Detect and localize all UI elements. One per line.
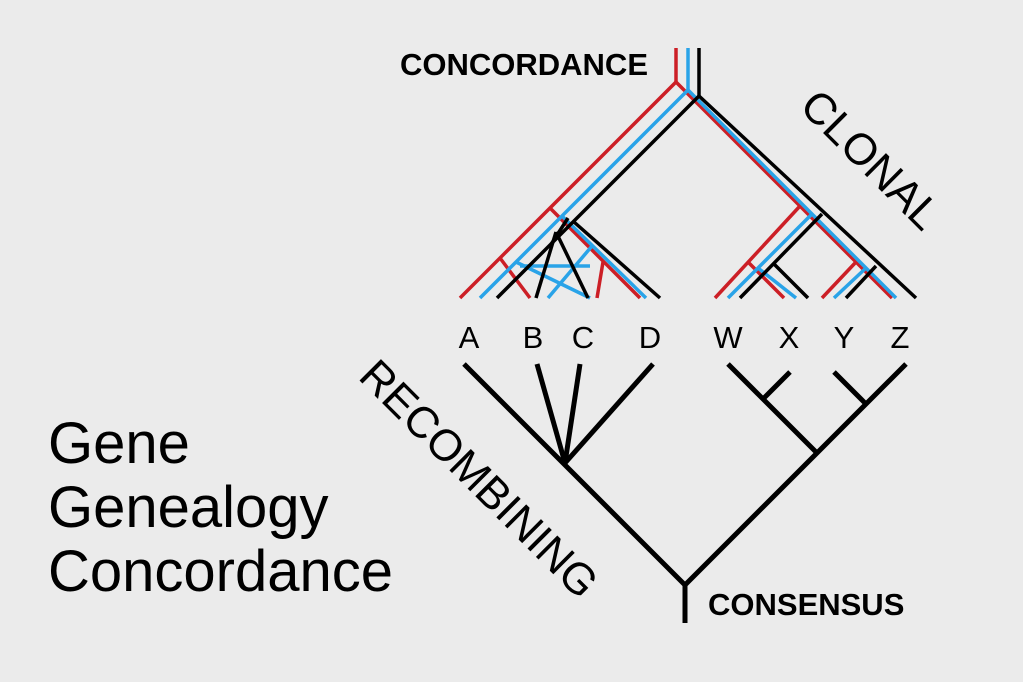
taxon-label-x: X	[779, 320, 800, 355]
red-c-branch	[595, 261, 605, 299]
black-left-arm	[495, 94, 701, 300]
black-cross-branch	[548, 217, 570, 247]
red-wxyz-left	[713, 204, 802, 300]
consensus-right-arm	[683, 362, 908, 587]
consensus-x-branch	[761, 370, 792, 401]
concordance-label: CONCORDANCE	[400, 47, 648, 82]
taxon-label-b: B	[523, 320, 544, 355]
black-wxyz-left	[738, 212, 824, 300]
title-line-3: Concordance	[48, 539, 393, 604]
title-line-2: Genealogy	[48, 475, 329, 540]
taxon-labels: A B C D W X Y Z	[459, 320, 910, 355]
taxon-label-d: D	[639, 320, 661, 355]
red-wx-right	[746, 260, 786, 300]
blue-yz-left	[832, 266, 868, 300]
red-left-arm	[458, 80, 678, 300]
blue-left-arm	[478, 88, 690, 300]
blue-abcd-right	[560, 214, 648, 300]
black-yz-left	[844, 264, 878, 300]
consensus-branch-c	[562, 363, 583, 464]
black-wx-right	[772, 262, 810, 300]
consensus-label: CONSENSUS	[708, 587, 904, 622]
black-c-branch	[554, 231, 590, 299]
consensus-branch-b	[534, 363, 568, 464]
blue-bc-cross	[546, 244, 594, 300]
gene-tree-black	[495, 48, 918, 300]
taxon-label-c: C	[572, 320, 594, 355]
blue-right-arm	[686, 88, 898, 300]
consensus-yz-left	[832, 370, 868, 406]
consensus-wxyz-left	[726, 362, 819, 455]
consensus-left-arm	[462, 362, 687, 587]
consensus-branch-d	[563, 362, 655, 465]
taxon-label-y: Y	[834, 320, 855, 355]
taxon-label-a: A	[459, 320, 480, 355]
taxon-label-w: W	[713, 320, 743, 355]
diagram-title: Gene Genealogy Concordance	[48, 412, 393, 604]
title-line-1: Gene	[48, 411, 190, 476]
blue-wxyz-left	[726, 212, 814, 300]
black-abcd-right	[572, 220, 662, 300]
red-yz-left	[820, 260, 858, 300]
gene-tree-blue	[478, 48, 898, 300]
taxon-label-z: Z	[891, 320, 910, 355]
consensus-tree	[462, 362, 908, 623]
black-right-arm	[697, 94, 918, 300]
